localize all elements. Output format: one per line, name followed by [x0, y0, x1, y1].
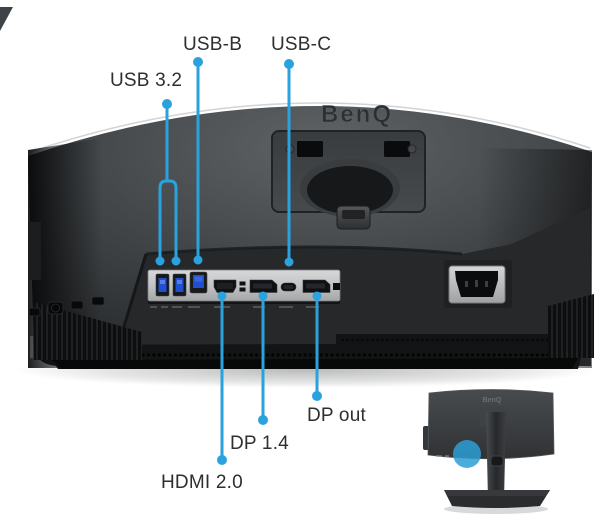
dp-in-port — [249, 279, 278, 293]
service-connector — [239, 281, 246, 292]
inset-port-markings — [436, 455, 449, 457]
stand-mount-recess — [271, 130, 426, 230]
osd-button-1 — [28, 307, 41, 317]
cropped-corner-shape — [0, 7, 13, 31]
dp-out-port — [302, 279, 331, 293]
bottom-vents — [30, 294, 594, 369]
osd-button-2 — [70, 300, 84, 310]
callout-line-usb-3-2-bracket — [158, 179, 178, 261]
monitor-rear-inset: BenQ — [423, 389, 555, 514]
mount-screw-right — [407, 144, 417, 154]
callout-dot — [312, 391, 322, 401]
mount-slot-right — [384, 141, 410, 157]
io-port-panel — [147, 269, 341, 304]
callout-dot — [284, 59, 294, 69]
side-cover-tab — [28, 222, 41, 280]
usb-a-port-1 — [155, 273, 170, 297]
brand-logo-main: BenQ — [321, 101, 393, 128]
callout-dot — [258, 415, 268, 425]
label-usb-b: USB-B — [183, 34, 243, 55]
callout-dot — [193, 255, 203, 265]
inset-cable-hole — [490, 455, 504, 467]
label-usb-3-2: USB 3.2 — [110, 70, 183, 91]
callout-dot — [162, 99, 172, 109]
callout-dot — [193, 57, 203, 67]
vent-ribs-left — [34, 302, 142, 360]
hdmi-port — [213, 279, 237, 293]
callout-dot — [217, 291, 227, 301]
callout-dot — [284, 257, 294, 267]
usb-a-port-2 — [172, 273, 187, 297]
label-dp-out: DP out — [307, 405, 366, 426]
ac-power-inlet — [444, 260, 512, 308]
usb-c-port — [280, 282, 297, 292]
callout-dot — [312, 291, 322, 301]
osd-joystick — [51, 303, 60, 313]
callout-dot — [217, 455, 227, 465]
label-usb-c: USB-C — [271, 34, 332, 55]
osd-control-buttons — [28, 296, 105, 317]
ports-highlight-circle — [453, 440, 481, 468]
mount-slot-left — [297, 141, 323, 157]
vent-ribs-right — [548, 294, 594, 358]
usb-b-port — [189, 271, 208, 294]
callout-dot — [258, 291, 268, 301]
osd-button-3 — [91, 296, 105, 306]
callout-dot — [155, 256, 165, 266]
brand-logo-inset: BenQ — [483, 397, 502, 404]
label-dp-1-4: DP 1.4 — [230, 433, 289, 454]
quick-release-hole — [307, 166, 393, 214]
label-hdmi-2-0: HDMI 2.0 — [161, 472, 243, 493]
lock-notch — [333, 283, 340, 290]
callout-dot — [171, 256, 181, 266]
